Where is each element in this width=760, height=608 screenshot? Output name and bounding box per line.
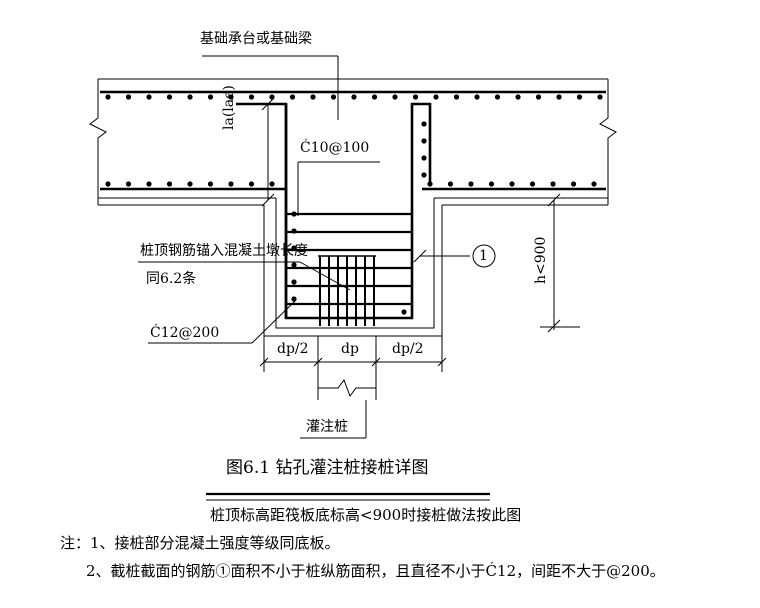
stirrups (286, 212, 412, 306)
rebar-dot-top (289, 94, 296, 100)
rebar-dot-bottom (269, 181, 275, 187)
rebar-dot-top (392, 94, 398, 100)
rebar-dot-top (166, 94, 173, 100)
rebar-dot-top (535, 94, 542, 100)
slab-rebars (100, 90, 606, 191)
note-line-2: 2、截桩截面的钢筋①面积不小于桩纵筋面积，且直径不小于Ć12，间距不大于@200… (86, 562, 665, 580)
figure-subtitle: 桩顶标高距筏板底标高<900时接桩做法按此图 (210, 506, 522, 524)
pier-outline (263, 198, 443, 337)
dim-half-left: dp/2 (277, 341, 309, 357)
bottom-bar-label: Ć12@200 (150, 325, 220, 341)
rebar-dot-top (576, 94, 583, 100)
dim-half-right: dp/2 (392, 341, 424, 357)
rebar-dot-top (556, 94, 562, 100)
rebar-dot-side (421, 155, 427, 161)
rebar-dot-pier (401, 309, 407, 315)
rebar-dot-side (421, 121, 427, 127)
rebar-dot-bottom (550, 181, 556, 187)
anchor-note-leader (138, 261, 351, 291)
rebar-dot-bottom (125, 181, 132, 187)
rebar-dot-top (207, 94, 214, 100)
break-marks (89, 79, 617, 205)
rebar-dot-side (421, 138, 427, 144)
bottom-bar-leader (148, 299, 297, 344)
rebar-dot-bottom (427, 181, 433, 187)
rebar-dot-pier (291, 279, 297, 285)
pile-label: 灌注桩 (306, 419, 348, 435)
anchor-length-label: la(lae) (221, 85, 237, 130)
rebar-dot-bottom (591, 181, 597, 187)
pile-body (317, 336, 377, 400)
rebar-dot-bottom (207, 181, 214, 187)
rebar-dot-top (515, 94, 521, 100)
anchor-bars (236, 102, 432, 320)
rebar-dot-pier (291, 262, 297, 268)
rebar-dot-bottom (509, 181, 515, 187)
rebar-dot-top (310, 94, 316, 100)
figure-title: 图6.1 钻孔灌注桩接桩详图 (226, 458, 429, 478)
rebar-dot-bottom (146, 181, 152, 187)
pile-bars (319, 256, 375, 326)
height-dimension (540, 193, 580, 333)
rebar-dot-top (146, 94, 152, 100)
cap-beam-label: 基础承台或基础梁 (200, 31, 312, 47)
rebar-dot-top (105, 94, 111, 100)
rebar-dot-top (412, 94, 419, 100)
width-dimensions (259, 336, 447, 372)
pile-label-leader (300, 400, 367, 439)
stirrup-label: Ć10@100 (300, 140, 370, 156)
bar-mark-number: 1 (479, 248, 488, 264)
cap-slab-outline (98, 78, 608, 206)
rebar-dot-top (228, 94, 234, 100)
stirrup-leader (297, 161, 380, 216)
anchor-note-line1: 桩顶钢筋锚入混凝土墩长度 (140, 243, 308, 259)
rebar-dot-bottom (447, 181, 454, 187)
bar-mark-leader (413, 244, 496, 268)
rebar-dot-top (125, 94, 132, 100)
rebar-dot-bottom (187, 181, 193, 187)
rebar-dot-side (421, 172, 427, 178)
rebar-dot-bottom (529, 181, 536, 187)
rebar-dot-bottom (105, 181, 111, 187)
anchor-length-dimension (261, 97, 275, 207)
rebar-dot-top (597, 94, 603, 100)
caption-underline (206, 492, 490, 501)
rebar-dot-top (433, 94, 439, 100)
height-limit-label: h<900 (533, 236, 549, 284)
rebar-dot-bottom (248, 181, 255, 187)
note-line-1: 注：1、接桩部分混凝土强度等级同底板。 (60, 534, 340, 552)
rebar-dot-bottom (166, 181, 173, 187)
rebar-dot-top (187, 94, 193, 100)
rebar-dot-bottom (488, 181, 495, 187)
rebar-dot-bottom (468, 181, 474, 187)
rebar-dot-bottom (228, 181, 234, 187)
rebar-dot-bottom (570, 181, 577, 187)
rebar-dot-top (351, 94, 357, 100)
rebar-dot-top (371, 94, 378, 100)
cap-label-leader (202, 55, 339, 120)
rebar-dot-top (474, 94, 480, 100)
rebar-dot-top (453, 94, 460, 100)
rebar-dot-top (494, 94, 501, 100)
rebar-dot-top (248, 94, 255, 100)
anchor-note-line2: 同6.2条 (146, 271, 197, 287)
rebar-dot-top (330, 94, 337, 100)
dim-dp: dp (341, 341, 359, 357)
